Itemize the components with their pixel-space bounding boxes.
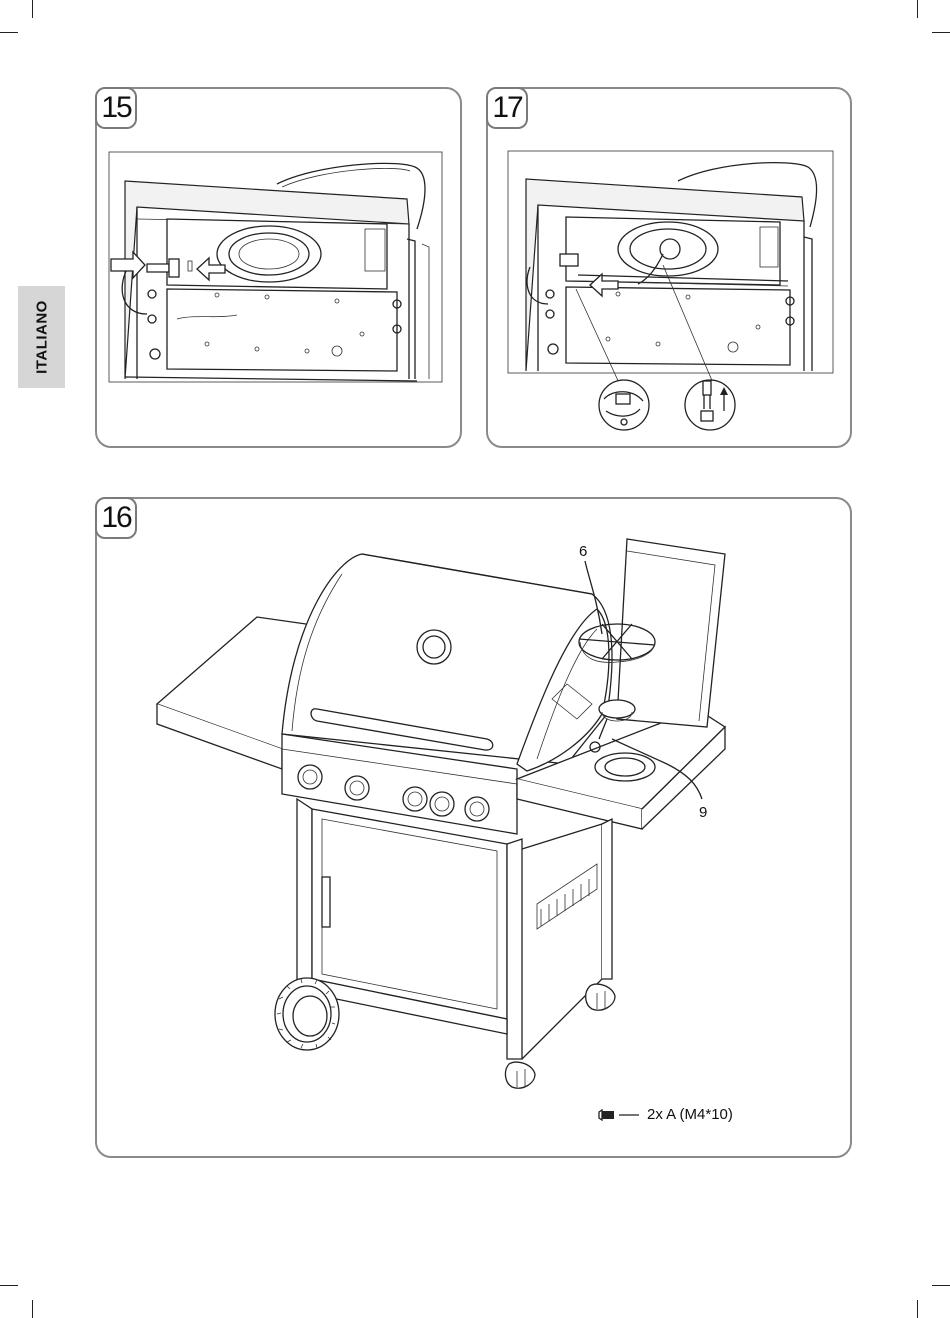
screw-icon xyxy=(599,1110,639,1120)
callout-part-9: 9 xyxy=(699,804,707,821)
crop-mark xyxy=(32,1300,33,1318)
language-label: ITALIANO xyxy=(33,300,50,374)
callout-part-6: 6 xyxy=(579,543,587,560)
step-15-illustration xyxy=(97,89,464,450)
crop-mark xyxy=(917,1300,918,1318)
step-17-panel: 17 xyxy=(486,87,852,448)
crop-mark xyxy=(32,0,33,18)
crop-mark xyxy=(0,32,18,33)
step-17-illustration xyxy=(488,89,854,450)
crop-mark xyxy=(932,1285,950,1286)
step-15-panel: 15 xyxy=(95,87,462,448)
crop-mark xyxy=(917,0,918,18)
crop-mark xyxy=(0,1285,18,1286)
grill-illustration xyxy=(97,499,854,1160)
language-tab: ITALIANO xyxy=(18,286,65,388)
step-16-panel: 16 xyxy=(95,497,852,1158)
crop-mark xyxy=(932,32,950,33)
hardware-note: 2x A (M4*10) xyxy=(647,1106,733,1123)
